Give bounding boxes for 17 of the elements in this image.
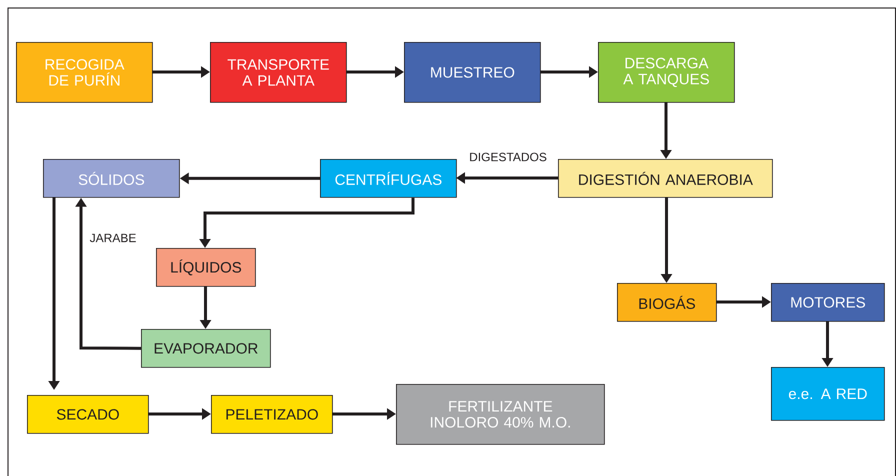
process-box: LÍQUIDOS xyxy=(156,248,256,287)
process-box: SECADO xyxy=(27,395,149,434)
edge-label: DIGESTADOS xyxy=(468,152,548,162)
process-box: FERTILIZANTE INOLORO 40% M.O. xyxy=(396,384,605,445)
edge-label: JARABE xyxy=(88,232,138,244)
process-box: SÓLIDOS xyxy=(43,159,180,198)
process-box: DIGESTIÓN ANAEROBIA xyxy=(558,159,773,198)
process-box: e.e. A RED xyxy=(771,367,885,421)
process-box: RECOGIDA DE PURÍN xyxy=(16,42,153,103)
process-box: BIOGÁS xyxy=(617,283,717,322)
process-box: TRANSPORTE A PLANTA xyxy=(210,42,347,103)
process-box: CENTRÍFUGAS xyxy=(320,159,457,198)
process-box: PELETIZADO xyxy=(211,395,333,434)
process-box: DESCARGA A TANQUES xyxy=(598,42,735,103)
process-box: MUESTREO xyxy=(404,42,541,103)
process-box: EVAPORADOR xyxy=(141,329,271,368)
process-box: MOTORES xyxy=(771,283,885,322)
